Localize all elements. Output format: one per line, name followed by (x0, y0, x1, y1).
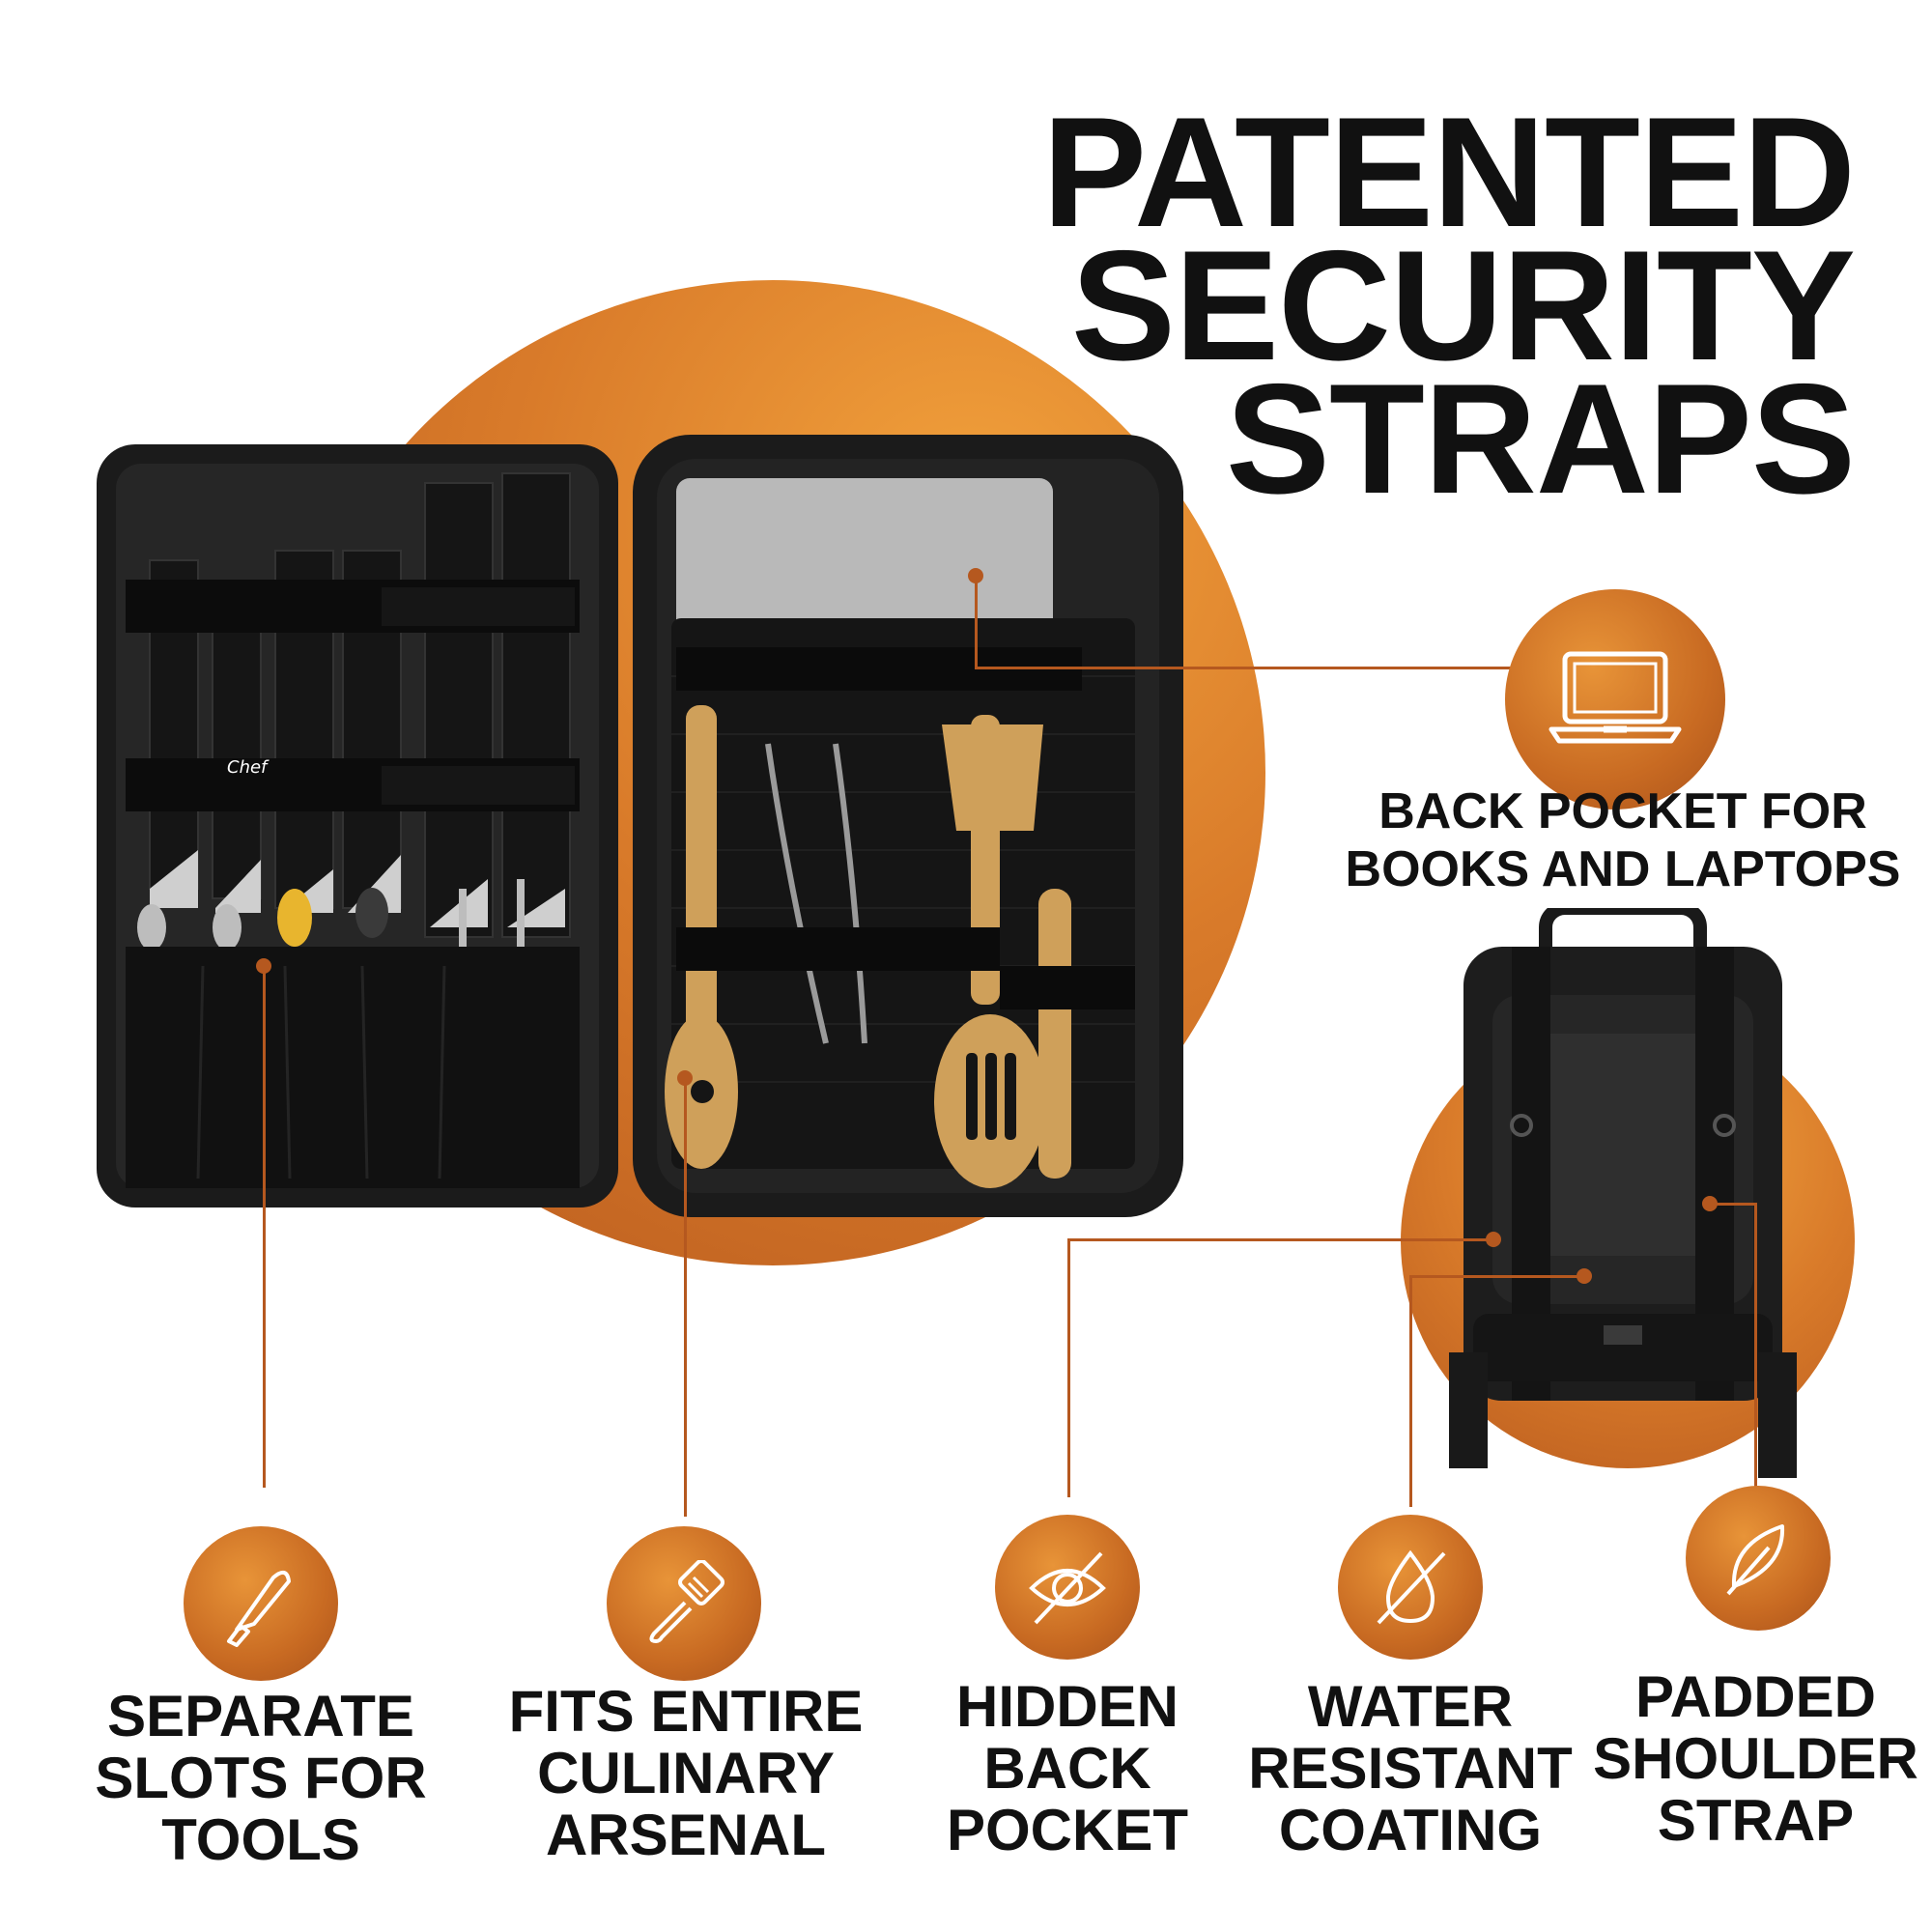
caption-line: BOOKS AND LAPTOPS (1345, 841, 1901, 897)
connector-line (975, 667, 1512, 669)
spatula-icon-badge (607, 1526, 761, 1681)
caption-line: POCKET (946, 1798, 1189, 1862)
caption-line: RESISTANT (1248, 1736, 1573, 1801)
callout-dot (1486, 1232, 1501, 1247)
connector-line (1710, 1203, 1756, 1206)
caption-line: HIDDEN (955, 1674, 1179, 1739)
knife-bag-open-image: Chef (97, 435, 1183, 1217)
caption-back-pocket: BACK POCKET FOR BOOKS AND LAPTOPS (1343, 782, 1903, 898)
caption-line: SEPARATE (107, 1684, 414, 1748)
callout-dot (1577, 1268, 1592, 1284)
connector-line (263, 966, 266, 1488)
caption-separate-slots: SEPARATE SLOTS FOR TOOLS (77, 1686, 444, 1871)
eye-off-icon (1029, 1551, 1106, 1625)
connector-line (1409, 1275, 1412, 1507)
caption-line: PADDED (1635, 1664, 1876, 1729)
connector-line (1067, 1238, 1070, 1497)
connector-line (684, 1077, 687, 1517)
caption-line: COATING (1278, 1798, 1543, 1862)
feather-icon (1726, 1524, 1785, 1596)
spatula-icon (649, 1560, 724, 1644)
callout-dot (968, 568, 983, 583)
knife-brand-label: Chef (227, 757, 270, 778)
caption-padded-strap: PADDED SHOULDER STRAP (1589, 1666, 1922, 1852)
knife-icon (227, 1570, 291, 1647)
callout-dot (677, 1070, 693, 1086)
headline-line-3: STRAPS (1225, 352, 1856, 526)
caption-water-resistant: WATER RESISTANT COATING (1227, 1676, 1594, 1861)
connector-line (1409, 1275, 1583, 1278)
caption-line: CULINARY (537, 1741, 835, 1805)
eye-off-icon-badge (995, 1515, 1140, 1660)
caption-line: STRAP (1657, 1788, 1855, 1853)
laptop-icon-badge (1505, 589, 1725, 810)
droplet-off-icon (1377, 1549, 1446, 1625)
headline: PATENTED SECURITY STRAPS (985, 85, 1856, 526)
caption-culinary-arsenal: FITS ENTIRE CULINARY ARSENAL (493, 1681, 879, 1866)
headline-line-2: SECURITY (1070, 218, 1856, 393)
caption-line: SHOULDER (1593, 1726, 1918, 1791)
caption-line: SLOTS FOR (95, 1746, 427, 1810)
caption-line: BACK (983, 1736, 1151, 1801)
caption-line: FITS ENTIRE (508, 1679, 864, 1744)
connector-line (975, 576, 978, 668)
headline-line-1: PATENTED (1042, 85, 1856, 260)
backpack-image (1449, 908, 1797, 1478)
feather-icon-badge (1686, 1486, 1831, 1631)
callout-dot (256, 958, 271, 974)
caption-line: BACK POCKET FOR (1378, 783, 1867, 839)
caption-line: ARSENAL (545, 1803, 826, 1867)
droplet-off-icon-badge (1338, 1515, 1483, 1660)
caption-line: TOOLS (161, 1807, 360, 1872)
caption-line: WATER (1307, 1674, 1514, 1739)
caption-hidden-pocket: HIDDEN BACK POCKET (927, 1676, 1208, 1861)
laptop-icon (1548, 651, 1682, 744)
connector-line (1067, 1238, 1492, 1241)
knife-icon-badge (184, 1526, 338, 1681)
connector-line (1754, 1203, 1757, 1492)
